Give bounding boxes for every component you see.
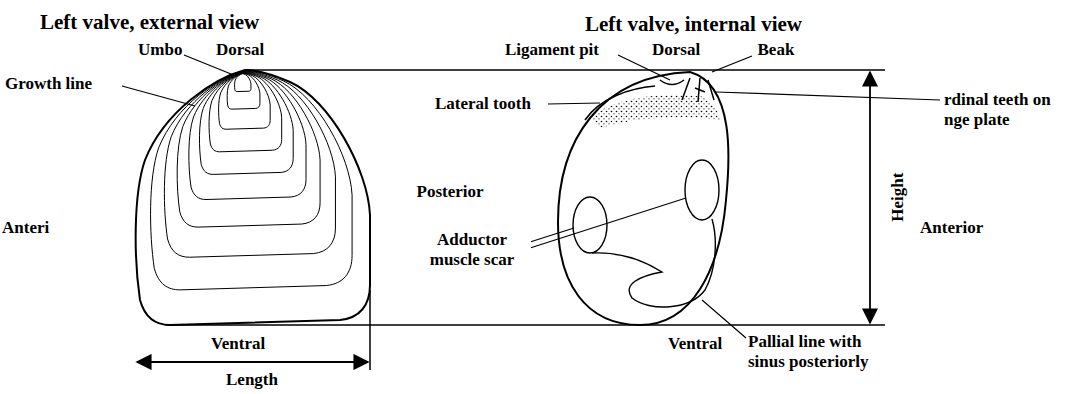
length-extension-line [369, 290, 371, 370]
orientation-label: Anteri [2, 218, 49, 238]
leader-line [716, 92, 940, 100]
hinge-plate [590, 95, 720, 128]
part-label: Beak [758, 40, 795, 60]
growth-line [177, 72, 320, 228]
length-arrow [137, 361, 368, 363]
internal-valve-outline [558, 72, 728, 325]
growth-line [219, 73, 271, 129]
growth-line [151, 71, 353, 290]
leader-line [530, 198, 686, 248]
part-label: Adductor muscle scar [413, 230, 531, 271]
dimension-label: Length [226, 370, 278, 390]
orientation-label: Dorsal [652, 40, 700, 60]
leader-line [122, 86, 195, 106]
cardinal-teeth [682, 78, 714, 102]
orientation-label: Ventral [211, 334, 265, 354]
part-label: Lateral tooth [435, 94, 531, 114]
height-arrow [869, 72, 871, 323]
part-label: rdinal teeth on nge plate [944, 90, 1068, 131]
anterior-adductor-scar [685, 160, 719, 220]
orientation-label: Ventral [668, 334, 722, 354]
orientation-label: Dorsal [216, 40, 264, 60]
growth-lines [151, 71, 353, 290]
external-valve-outline [136, 70, 370, 325]
orientation-label: Posterior [417, 182, 484, 202]
bottom-reference-line [165, 324, 885, 326]
dimension-label: Height [888, 173, 908, 222]
view-title: Left valve, internal view [585, 12, 802, 37]
leader-line [530, 228, 574, 242]
growth-line [199, 72, 293, 174]
leader-line [712, 56, 752, 72]
growth-line [209, 73, 282, 152]
growth-line [227, 73, 260, 109]
view-title: Left valve, external view [40, 10, 259, 35]
part-label: Pallial line with sinus posteriorly [748, 332, 898, 373]
part-label: Growth line [5, 74, 92, 94]
leader-line [548, 103, 600, 104]
part-label: Umbo [138, 40, 182, 60]
part-label: Ligament pit [505, 40, 599, 60]
ligament-pit [660, 80, 684, 85]
growth-line [189, 72, 306, 200]
growth-line [235, 74, 251, 92]
orientation-label: Anterior [920, 218, 983, 238]
top-reference-line [245, 69, 885, 71]
leader-lines [122, 55, 940, 338]
pallial-line [592, 219, 715, 307]
leader-line [702, 300, 746, 338]
